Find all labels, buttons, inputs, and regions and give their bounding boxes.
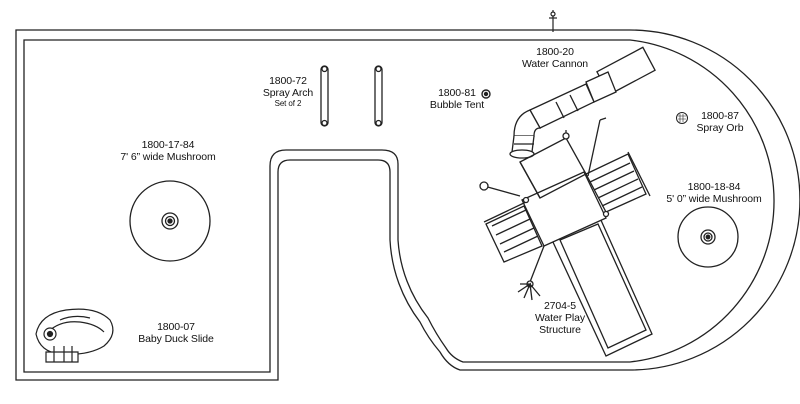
label-spray-orb: 1800-87 Spray Orb (697, 110, 744, 134)
small-mushroom-name: 5' 0” wide Mushroom (666, 193, 762, 205)
bubble-tent-code: 1800-81 (438, 87, 476, 99)
water-play-structure-name2: Structure (539, 324, 581, 336)
water-cannon (509, 46, 656, 159)
label-spray-arch: 1800-72 Spray Arch Set of 2 (263, 75, 313, 109)
pad-outline (15, 29, 800, 381)
large-mushroom-code: 1800-17-84 (141, 139, 195, 151)
bubble-tent-icon (481, 89, 491, 99)
drain-marker-icon (549, 10, 557, 32)
label-water-play-structure: 2704-5 Water Play Structure (535, 300, 585, 336)
label-small-mushroom: 1800-18-84 5' 0” wide Mushroom (666, 181, 761, 205)
water-cannon-code: 1800-20 (536, 46, 574, 58)
mushroom-small (677, 206, 739, 268)
water-cannon-name: Water Cannon (521, 58, 589, 70)
label-bubble-tent: 1800-81 Bubble Tent (430, 87, 484, 111)
baby-duck-slide-code: 1800-07 (157, 321, 195, 333)
label-baby-duck-slide: 1800-07 Baby Duck Slide (138, 321, 214, 345)
spray-arch-note: Set of 2 (274, 99, 302, 108)
label-large-mushroom: 1800-17-84 7' 6” wide Mushroom (120, 139, 215, 163)
water-play-structure-code: 2704-5 (543, 300, 577, 312)
spray-orb-icon (676, 112, 688, 124)
spray-arch-code: 1800-72 (269, 75, 307, 87)
spray-arch-left (320, 65, 329, 127)
mushroom-large (129, 180, 211, 262)
baby-duck-slide (35, 308, 114, 363)
bubble-tent-name: Bubble Tent (429, 99, 485, 111)
water-play-structure (479, 117, 653, 357)
small-mushroom-code: 1800-18-84 (687, 181, 741, 193)
spray-arch-name: Spray Arch (262, 87, 314, 99)
spray-arch-right (374, 65, 383, 127)
water-play-structure-name: Water Play (535, 312, 585, 324)
spray-orb-name: Spray Orb (696, 122, 744, 134)
large-mushroom-name: 7' 6” wide Mushroom (120, 151, 216, 163)
label-water-cannon: 1800-20 Water Cannon (522, 46, 588, 70)
baby-duck-slide-name: Baby Duck Slide (138, 333, 214, 345)
spray-orb-code: 1800-87 (701, 110, 739, 122)
